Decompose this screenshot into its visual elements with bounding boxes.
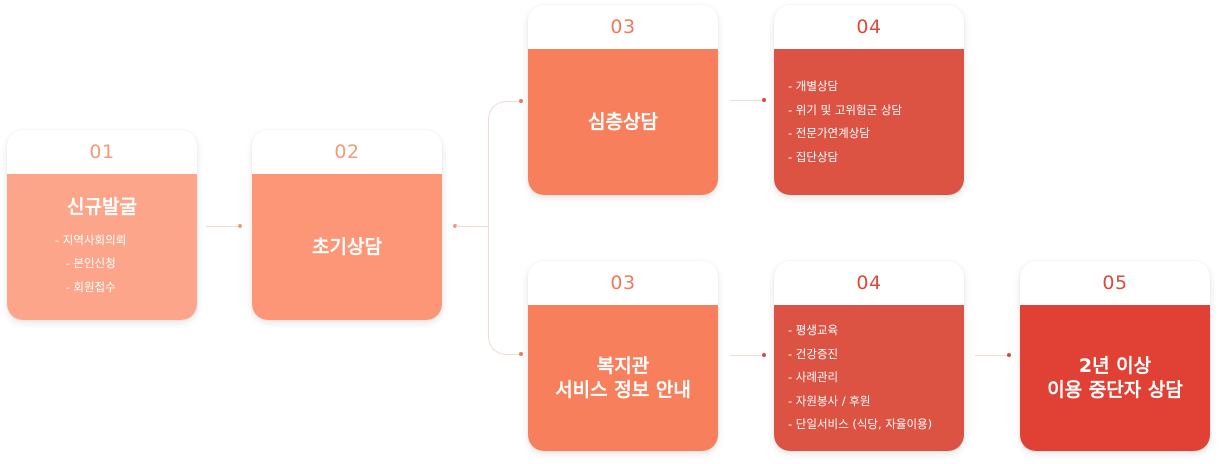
step-items: - 지역사회의뢰 - 본인신청 - 회원접수 <box>7 229 126 300</box>
connector-01-02 <box>206 226 240 227</box>
step-body: 2년 이상 이용 중단자 상담 <box>1020 305 1210 451</box>
step-card-03-bottom: 03 복지관 서비스 정보 안내 <box>528 261 718 451</box>
step-title: 심층상담 <box>588 111 658 133</box>
step-card-05: 05 2년 이상 이용 중단자 상담 <box>1020 261 1210 451</box>
step-number: 05 <box>1102 272 1128 294</box>
connector-dot <box>238 224 242 228</box>
branch-line-lower <box>488 226 519 355</box>
list-item: - 회원접수 <box>65 279 116 294</box>
step-title-line: 이용 중단자 상담 <box>1047 379 1183 401</box>
list-item: - 단일서비스 (식당, 자율이용) <box>788 417 933 432</box>
step-number: 03 <box>610 16 636 38</box>
step-number: 04 <box>856 272 882 294</box>
step-number: 03 <box>610 272 636 294</box>
step-title-line: 2년 이상 <box>1078 355 1152 377</box>
step-body: 복지관 서비스 정보 안내 <box>528 305 718 451</box>
connector-dot <box>762 353 766 357</box>
step-title: 초기상담 <box>312 236 382 258</box>
connector-03-04-top <box>730 100 764 101</box>
step-number: 04 <box>856 16 882 38</box>
step-body: 초기상담 <box>252 174 442 320</box>
list-item: - 본인신청 <box>65 256 116 271</box>
list-item: - 평생교육 <box>788 323 839 338</box>
connector-dot <box>519 352 523 356</box>
step-body: - 개별상담 - 위기 및 고위험군 상담 - 전문가연계상담 - 집단상담 <box>774 49 964 195</box>
step-number: 01 <box>89 141 115 163</box>
list-item: - 위기 및 고위험군 상담 <box>788 102 902 117</box>
branch-line-upper <box>488 101 519 227</box>
list-item: - 건강증진 <box>788 346 839 361</box>
step-card-02: 02 초기상담 <box>252 130 442 320</box>
connector-dot <box>453 224 457 228</box>
connector-02-branch <box>456 226 489 227</box>
list-item: - 전문가연계상담 <box>788 126 870 140</box>
step-title-line: 복지관 <box>596 355 650 377</box>
connector-dot <box>1007 353 1011 357</box>
connector-dot <box>519 99 523 103</box>
connector-03-04-bottom <box>730 355 764 356</box>
list-item: - 자원봉사 / 후원 <box>788 393 871 408</box>
list-item: - 사례관리 <box>788 370 839 385</box>
step-body: 신규발굴 - 지역사회의뢰 - 본인신청 - 회원접수 <box>7 174 197 320</box>
step-number: 02 <box>334 141 360 163</box>
list-item: - 집단상담 <box>788 149 839 164</box>
step-title-line: 서비스 정보 안내 <box>555 379 691 401</box>
step-card-04-bottom: 04 - 평생교육 - 건강증진 - 사례관리 - 자원봉사 / 후원 - 단일… <box>774 261 964 451</box>
step-card-04-top: 04 - 개별상담 - 위기 및 고위험군 상담 - 전문가연계상담 - 집단상… <box>774 5 964 195</box>
step-body: - 평생교육 - 건강증진 - 사례관리 - 자원봉사 / 후원 - 단일서비스… <box>774 305 964 451</box>
step-body: 심층상담 <box>528 49 718 195</box>
connector-04-05 <box>975 355 1009 356</box>
step-title: 신규발굴 <box>67 195 137 218</box>
step-card-03-top: 03 심층상담 <box>528 5 718 195</box>
list-item: - 지역사회의뢰 <box>55 232 127 247</box>
connector-dot <box>762 98 766 102</box>
list-item: - 개별상담 <box>788 79 839 93</box>
step-card-01: 01 신규발굴 - 지역사회의뢰 - 본인신청 - 회원접수 <box>7 130 197 320</box>
